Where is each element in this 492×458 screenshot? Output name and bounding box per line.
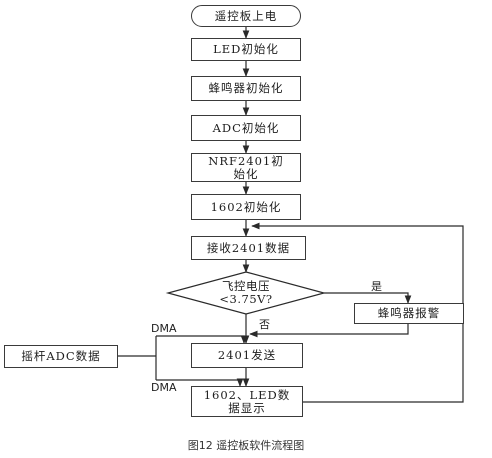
lcd-init-step: 1602初始化 xyxy=(191,194,301,220)
adc-input-box: 摇杆ADC数据 xyxy=(4,345,118,368)
led-init-step: LED初始化 xyxy=(191,38,301,61)
nrf-init-step: NRF2401初始化 xyxy=(191,153,301,182)
alarm-step: 蜂鸣器报警 xyxy=(354,303,464,324)
figure-caption: 图12 遥控板软件流程图 xyxy=(187,439,305,452)
adc-init-step: ADC初始化 xyxy=(191,115,301,141)
buzzer-init-step: 蜂鸣器初始化 xyxy=(191,76,301,101)
arrow-dma-send xyxy=(156,335,248,344)
yes-label: 是 xyxy=(371,280,382,293)
decision-shape xyxy=(165,271,327,315)
decision-label: 飞控电压<3.75V? xyxy=(219,279,273,306)
send-step: 2401发送 xyxy=(191,343,303,368)
dma-label-top: DMA xyxy=(151,322,177,335)
receive-step: 接收2401数据 xyxy=(191,236,306,260)
display-step: 1602、LED数据显示 xyxy=(191,386,303,417)
arrow-alarm-return xyxy=(249,324,409,338)
no-label: 否 xyxy=(259,318,270,331)
dma-label-bottom: DMA xyxy=(151,381,177,394)
arrow-dma-display xyxy=(156,378,244,387)
arrow-decision-yes xyxy=(324,292,412,304)
start-terminal: 遥控板上电 xyxy=(191,5,301,27)
